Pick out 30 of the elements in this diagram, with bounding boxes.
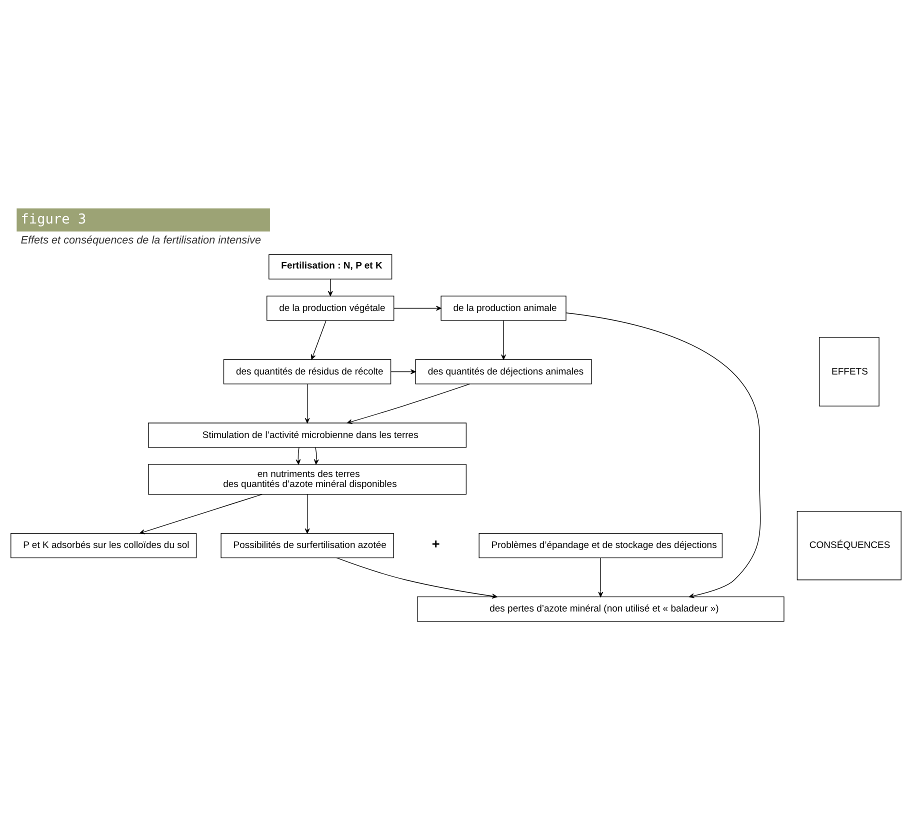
- arrow: [296, 447, 301, 465]
- node-box: des pertes d’azote minéral (non utilisé et « baladeur »): [416, 596, 784, 622]
- arrow: [598, 558, 604, 598]
- caption: Effets et conséquences de la fertilisation intensive: [20, 234, 262, 247]
- node-box: des quantités de résidus de récolte: [223, 359, 392, 384]
- node-box: en nutriments des terres des quantités d’azote minéral disponibles: [148, 464, 467, 495]
- label: +: [432, 536, 440, 552]
- node-box: Fertilisation : N, P et K: [268, 254, 392, 280]
- node-box: des quantités de déjections animales: [415, 359, 592, 384]
- node-box: EFFETS: [818, 337, 880, 406]
- node-box: Stimulation de l’activité microbienne dans les terres: [148, 422, 467, 448]
- arrow: [336, 558, 498, 599]
- arrow: [140, 494, 263, 534]
- arrow: [304, 494, 310, 534]
- arrow: [501, 320, 506, 360]
- node-box: CONSÉQUENCES: [796, 510, 902, 580]
- node-box: Problèmes d’épandage et de stockage des déjections: [478, 533, 723, 558]
- node-box: P et K adsorbés sur les colloïdes du sol: [10, 533, 197, 558]
- arrow: [390, 369, 416, 374]
- arrow: [346, 384, 470, 424]
- arrow: [314, 447, 319, 465]
- arrow: [328, 278, 333, 296]
- arrow: [394, 306, 442, 311]
- node-box: de la production animale: [440, 296, 566, 321]
- node-box: de la production végétale: [266, 296, 394, 321]
- arrow: [310, 320, 326, 360]
- node-box: Possibilités de surfertilisation azotée: [220, 533, 394, 558]
- arrow: [304, 384, 310, 424]
- arrow: [566, 312, 761, 598]
- diagram-title: figure 3: [20, 211, 86, 228]
